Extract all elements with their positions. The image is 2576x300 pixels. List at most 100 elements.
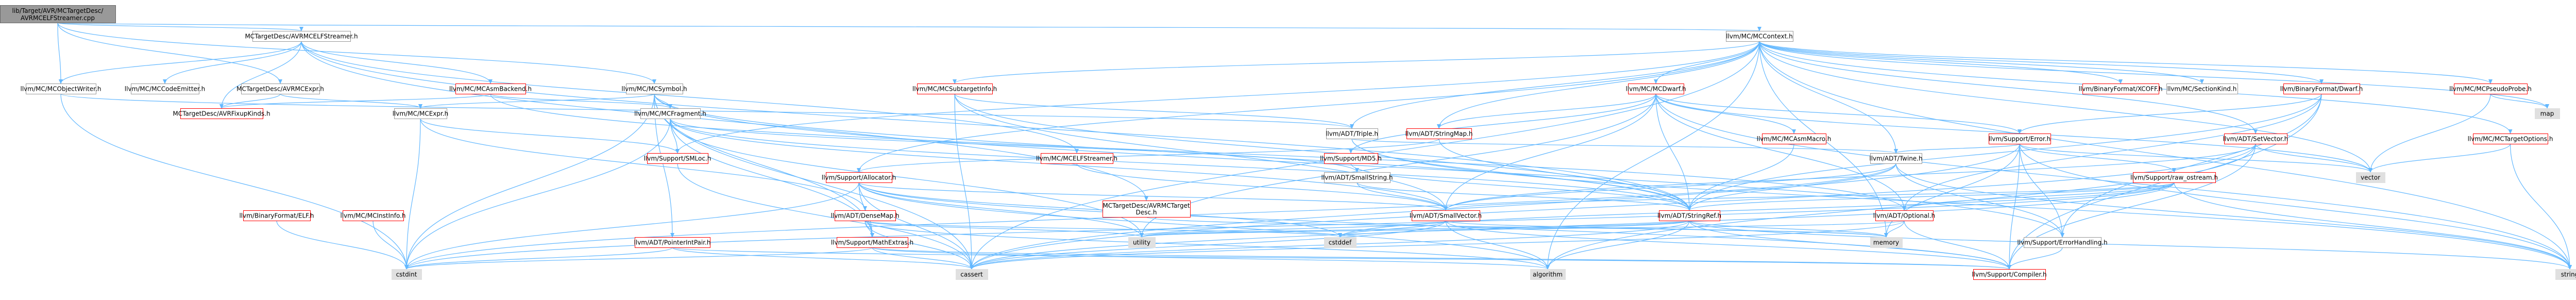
- node-label: cstdint: [396, 271, 417, 278]
- node-std_cassert[interactable]: cassert: [956, 269, 988, 280]
- node-mcsubtargetinfo_h[interactable]: llvm/MC/MCSubtargetInfo.h: [912, 84, 997, 94]
- node-label: vector: [2361, 174, 2380, 181]
- node-avrmcexpr_h[interactable]: MCTargetDesc/AVRMCExpr.h: [236, 84, 324, 94]
- node-adt_optional_h[interactable]: llvm/ADT/Optional.h: [1873, 210, 1935, 221]
- node-mcfragment_h[interactable]: llvm/MC/MCFragment.h: [634, 108, 706, 119]
- node-avrfixupkinds_h[interactable]: MCTargetDesc/AVRFixupKinds.h: [173, 108, 270, 119]
- node-adt_stringref_h[interactable]: llvm/ADT/StringRef.h: [1657, 210, 1721, 221]
- node-label: llvm/MC/MCAsmMacro.h: [1757, 136, 1832, 143]
- edge-raw_ostream_h-to-std_cstdint: [404, 182, 2175, 270]
- node-mcasmmacro_h[interactable]: llvm/MC/MCAsmMacro.h: [1757, 134, 1832, 144]
- node-std_string[interactable]: string: [2555, 269, 2576, 280]
- edge-mcsubtargetinfo_h-to-adt_stringref_h: [954, 93, 1691, 211]
- node-root[interactable]: lib/Target/AVR/MCTargetDesc/AVRMCELFStre…: [0, 5, 116, 23]
- node-std_utility[interactable]: utility: [1128, 237, 1156, 248]
- edge-root-to-mcsymbol_h: [57, 22, 656, 84]
- node-box: [2166, 84, 2238, 94]
- node-label: map: [2540, 110, 2554, 118]
- edge-avrmcelfstreamer_h-to-mcobjectwriter_h: [59, 41, 302, 84]
- node-label: llvm/ADT/StringMap.h: [1405, 130, 1473, 138]
- node-mccontext_h[interactable]: llvm/MC/MCContext.h: [1726, 31, 1793, 42]
- edge-raw_ostream_h-to-adt_smallvector_h: [1444, 182, 2175, 211]
- node-mcpseudoprobe_h[interactable]: llvm/MC/MCPseudoProbe.h: [2449, 84, 2532, 94]
- node-box: [343, 210, 404, 221]
- node-box: [2356, 172, 2385, 183]
- edge-mcexpr_h-to-smloc_h: [420, 118, 680, 154]
- node-box: [1659, 210, 1720, 221]
- node-mcobjectwriter_h[interactable]: llvm/MC/MCObjectWriter.h: [20, 84, 101, 94]
- node-adt_densemap_h[interactable]: llvm/ADT/DenseMap.h: [831, 210, 900, 221]
- node-label: llvm/ADT/Twine.h: [1869, 155, 1922, 162]
- edge-mccontext_h-to-adt_setvector_h: [1759, 41, 2258, 134]
- node-std_memory[interactable]: memory: [1870, 237, 1903, 248]
- edge-mcdwarf_h-to-std_string: [1655, 93, 2572, 270]
- node-mcexpr_h[interactable]: llvm/MC/MCExpr.h: [393, 108, 449, 119]
- node-adt_smallvector_h[interactable]: llvm/ADT/SmallVector.h: [1410, 210, 1482, 221]
- node-std_cstddef[interactable]: cstddef: [1324, 237, 1357, 248]
- node-box: [1870, 153, 1922, 164]
- node-adt_setvector_h[interactable]: llvm/ADT/SetVector.h: [2223, 134, 2289, 144]
- edge-mcfragment_h-to-adt_smallstring_h: [670, 118, 1359, 173]
- node-box: [394, 108, 447, 119]
- node-mcdwarf_h[interactable]: llvm/MC/MCDwarf.h: [1625, 84, 1686, 94]
- edge-adt_densemap_h-to-std_cstddef: [865, 220, 1342, 238]
- node-binaryformat_elf_h[interactable]: llvm/BinaryFormat/ELF.h: [239, 210, 314, 221]
- edge-mcdwarf_h-to-support_md5_h: [1349, 93, 1656, 154]
- edge-binaryformat_dwarf_h-to-support_error_h: [2018, 93, 2322, 134]
- edge-adt_optional_h-to-std_memory: [1884, 220, 1905, 238]
- edge-adt_stringref_h-to-compiler_h: [1689, 220, 2011, 270]
- node-label: llvm/Support/ErrorHandling.h: [2017, 239, 2107, 246]
- edge-adt_smallstring_h-to-adt_stringref_h: [1357, 182, 1691, 211]
- node-adt_pointerintpair_h[interactable]: llvm/ADT/PointerIntPair.h: [634, 237, 711, 248]
- node-errorhandling_h[interactable]: llvm/Support/ErrorHandling.h: [2017, 237, 2108, 248]
- edge-errorhandling_h-to-compiler_h: [2007, 247, 2063, 270]
- edge-support_error_h-to-adt_twine_h: [1894, 143, 2020, 154]
- edge-binaryformat_elf_h-to-std_cstdint: [276, 220, 409, 270]
- edge-binaryformat_dwarf_h-to-adt_stringref_h: [1687, 93, 2322, 211]
- edge-mcobjectwriter_h-to-adt_triple_h: [60, 93, 1354, 129]
- node-box: [626, 84, 683, 94]
- node-std_cstdint[interactable]: cstdint: [392, 269, 422, 280]
- node-support_md5_h[interactable]: llvm/Support/MD5.h: [1320, 153, 1382, 164]
- edge-mcdwarf_h-to-adt_smallvector_h: [1444, 93, 1656, 211]
- node-adt_smallstring_h[interactable]: llvm/ADT/SmallString.h: [1321, 172, 1393, 183]
- node-support_error_h[interactable]: llvm/Support/Error.h: [1989, 134, 2051, 144]
- node-std_vector[interactable]: vector: [2356, 172, 2385, 183]
- edge-mcsubtargetinfo_h-to-std_cassert: [954, 93, 974, 270]
- node-adt_stringmap_h[interactable]: llvm/ADT/StringMap.h: [1405, 128, 1473, 139]
- node-mcelfstreamer_h[interactable]: llvm/MC/MCELFStreamer.h: [1036, 153, 1117, 164]
- node-mcasmbackend_h[interactable]: llvm/MC/MCAsmBackend.h: [449, 84, 532, 94]
- node-binaryformat_xcoff_h[interactable]: llvm/BinaryFormat/XCOFF.h: [2079, 84, 2163, 94]
- node-adt_triple_h[interactable]: llvm/ADT/Triple.h: [1326, 128, 1378, 139]
- node-mcsymbol_h[interactable]: llvm/MC/MCSymbol.h: [621, 84, 687, 94]
- node-label: llvm/MC/MCTargetOptions.h: [2468, 136, 2553, 143]
- node-raw_ostream_h[interactable]: llvm/Support/raw_ostream.h: [2130, 172, 2218, 183]
- node-mccodeemitter_h[interactable]: llvm/MC/MCCodeEmitter.h: [125, 84, 205, 94]
- node-label: string: [2561, 271, 2576, 278]
- node-adt_twine_h[interactable]: llvm/ADT/Twine.h: [1869, 153, 1923, 164]
- node-box: [1726, 31, 1793, 42]
- node-smloc_h[interactable]: llvm/Support/SMLoc.h: [644, 153, 711, 164]
- edge-adt_densemap_h-to-std_cassert: [865, 220, 974, 270]
- node-box: [1324, 237, 1357, 248]
- node-box: [956, 269, 988, 280]
- node-binaryformat_dwarf_h[interactable]: llvm/BinaryFormat/Dwarf.h: [2280, 84, 2363, 94]
- node-mcinstinfo_h[interactable]: llvm/MC/MCInstInfo.h: [340, 210, 406, 221]
- node-mcsectionkind_h[interactable]: llvm/MC/SectionKind.h: [2166, 84, 2238, 94]
- node-label: llvm/MC/MCExpr.h: [393, 110, 449, 118]
- node-mathextras_h[interactable]: llvm/Support/MathExtras.h: [831, 237, 913, 248]
- node-allocator_h[interactable]: llvm/Support/Allocator.h: [822, 172, 896, 183]
- edge-avrmcelfstreamer_h-to-mccodeemitter_h: [163, 41, 302, 84]
- node-label: llvm/MC/MCPseudoProbe.h: [2449, 86, 2532, 93]
- node-label: llvm/Support/Error.h: [1989, 136, 2051, 143]
- node-mctargetoptions_h[interactable]: llvm/MC/MCTargetOptions.h: [2468, 134, 2553, 144]
- node-compiler_h[interactable]: llvm/Support/Compiler.h: [1972, 269, 2047, 280]
- edge-mctargetoptions_h-to-std_vector: [2368, 143, 2511, 173]
- edge-mcdwarf_h-to-support_error_h: [1655, 93, 2022, 134]
- node-std_map[interactable]: map: [2535, 108, 2560, 119]
- node-avrmcelfstreamer_h[interactable]: MCTargetDesc/AVRMCELFStreamer.h: [245, 31, 358, 42]
- edge-raw_ostream_h-to-adt_optional_h: [1902, 182, 2175, 211]
- node-std_algorithm[interactable]: algorithm: [1530, 269, 1566, 280]
